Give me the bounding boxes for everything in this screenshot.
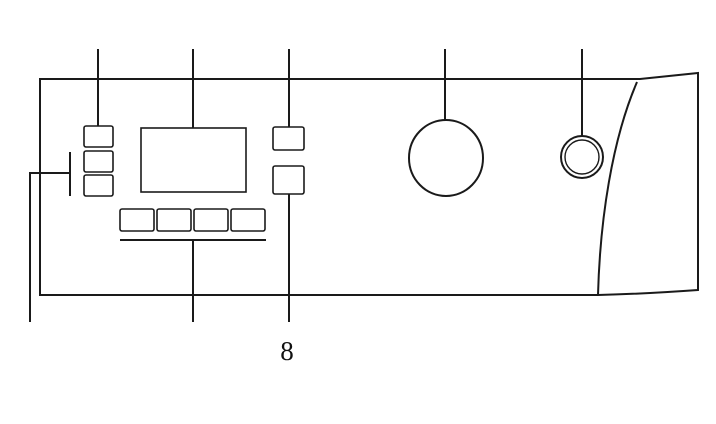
start-pause-button[interactable] — [272, 165, 305, 195]
power-button-inner — [564, 139, 600, 175]
option-button-4[interactable] — [230, 208, 266, 232]
upper-small-button[interactable] — [272, 126, 305, 151]
callout-number-start-button: 8 — [280, 336, 294, 366]
panel-curve — [597, 81, 638, 296]
option-button-2[interactable] — [156, 208, 192, 232]
control-panel-outline — [39, 71, 699, 296]
power-button-outer[interactable] — [560, 135, 604, 179]
program-knob[interactable] — [408, 119, 484, 197]
display-screen — [140, 127, 247, 193]
program-button-3[interactable] — [83, 174, 114, 197]
program-button-2[interactable] — [83, 150, 114, 173]
callout-line-side-buttons — [29, 172, 70, 322]
option-button-3[interactable] — [193, 208, 229, 232]
option-button-1[interactable] — [119, 208, 155, 232]
program-button-1[interactable] — [83, 125, 114, 148]
